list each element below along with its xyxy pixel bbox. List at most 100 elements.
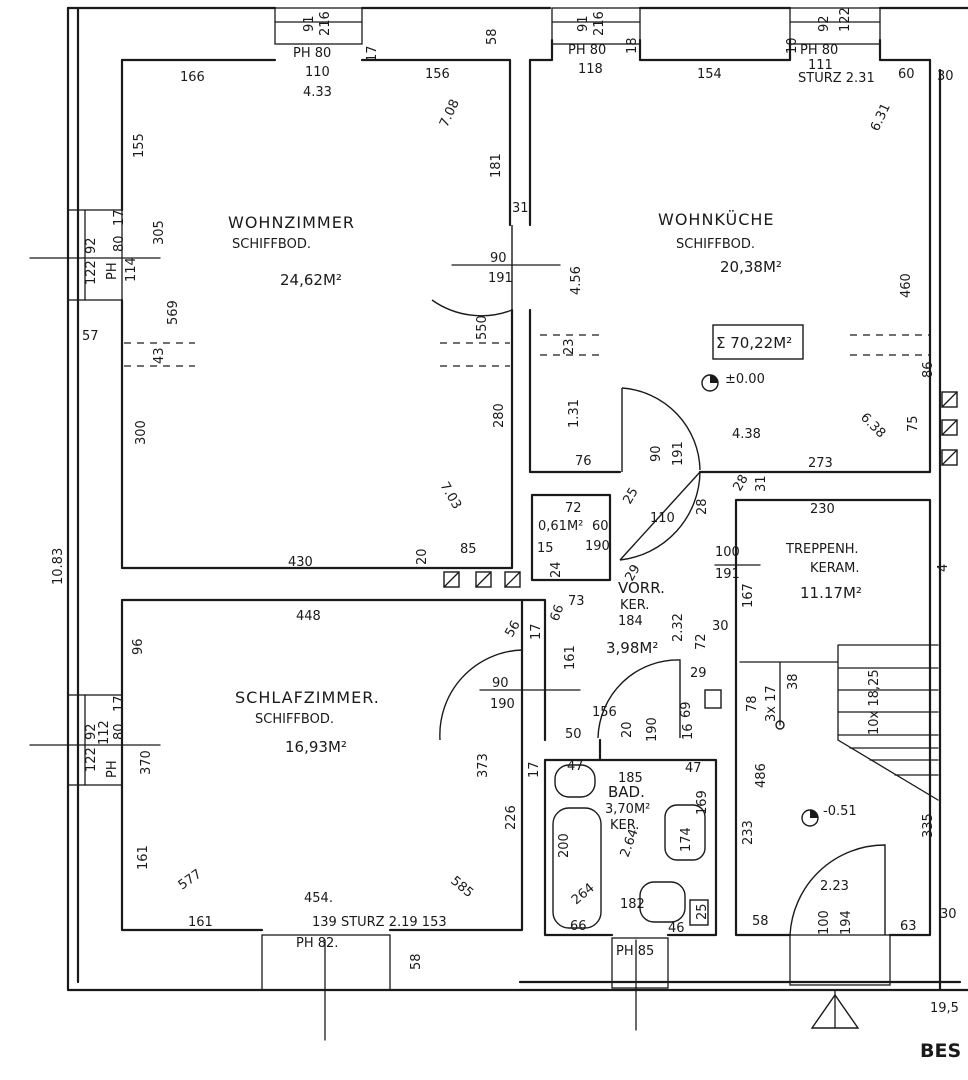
dim: 4 (936, 564, 951, 572)
dim: 96 (131, 638, 146, 655)
dim: 17 (112, 695, 127, 712)
room-area: 20,38M² (720, 258, 782, 276)
dim: 4.56 (569, 266, 584, 295)
dim: 373 (476, 753, 491, 778)
dim: 31 (754, 475, 769, 492)
dim: 448 (296, 609, 321, 624)
dim: 29 (690, 666, 707, 681)
dim: 486 (754, 763, 769, 788)
dim: 569 (166, 300, 181, 325)
dim: 156 (592, 705, 617, 720)
doors (431, 225, 886, 936)
room-area: 3,70M² (605, 802, 650, 817)
dimensions: 166 156 154 60 30 57 31 90 191 4.38 76 2… (82, 67, 957, 936)
room-wohnzimmer[interactable]: WOHNZIMMER SCHIFFBOD. 24,62M² (228, 213, 355, 289)
dim: 75 (906, 415, 921, 432)
dim: 20 (415, 548, 430, 565)
room-abstellraum[interactable]: 0,61M² (538, 519, 583, 534)
label-ph85: PH 85 (616, 944, 654, 959)
dim: 66 (570, 919, 587, 934)
dim: 80 (112, 235, 127, 252)
dim: 174 (679, 827, 694, 852)
label-sturz231: STURZ 2.31 (798, 71, 875, 86)
room-area: 3,98M² (606, 639, 658, 657)
dashed-lines (124, 334, 930, 367)
room-wohnkueche[interactable]: WOHNKÜCHE SCHIFFBOD. 20,38M² (658, 210, 782, 276)
label-ph-left-top: PH (105, 262, 120, 280)
dim: 58 (485, 28, 500, 45)
vents (443, 391, 958, 588)
dim: 264 (569, 881, 598, 908)
dim: 90 (649, 445, 664, 462)
dim: 78 (745, 695, 760, 712)
dim: 69 (679, 701, 694, 718)
dim: 190 (490, 697, 515, 712)
label-sturz-bottom: 139 STURZ 2.19 153 (312, 915, 447, 930)
dim: 161 (188, 915, 213, 930)
dim: 58 (409, 953, 424, 970)
dim: 85 (460, 542, 477, 557)
dim: 2.23 (820, 879, 849, 894)
label-ph80-c: PH 80 (800, 43, 838, 58)
dim: 43 (152, 347, 167, 364)
label-bes: BES (920, 1040, 961, 1062)
level-markers (701, 324, 860, 1029)
stairs[interactable] (739, 644, 939, 801)
label-ph82: PH 82. (296, 936, 338, 951)
dim: 23 (562, 338, 577, 355)
dim: 230 (810, 502, 835, 517)
dim: 56 (502, 618, 523, 640)
label-stairs-3: 38 (786, 673, 801, 690)
dimensions-vertical: 58 17 18 10 216 91 216 91 122 92 155 305… (51, 7, 951, 970)
level-stairs: -0.51 (823, 804, 857, 819)
dim: 280 (492, 403, 507, 428)
dim: 191 (488, 271, 513, 286)
dim: 66 (548, 603, 568, 624)
dim: 100 (817, 910, 832, 935)
dim: 122 (84, 747, 99, 772)
windows (29, 7, 891, 1041)
dim: 114 (124, 257, 139, 282)
room-area: 24,62M² (280, 271, 342, 289)
dim: 112 (97, 720, 112, 745)
dim: 122 (84, 260, 99, 285)
dim: 31 (512, 201, 529, 216)
dim: 585 (447, 874, 476, 901)
room-floor: KER. (620, 598, 649, 613)
dim: 161 (563, 645, 578, 670)
dim: 28 (695, 498, 710, 515)
dim: 6.31 (868, 101, 894, 134)
room-vorraum[interactable]: VORR. KER. 3,98M² (606, 579, 665, 657)
dim: 169 (695, 790, 710, 815)
dim: 4.38 (732, 427, 761, 442)
dim: 1.31 (567, 399, 582, 428)
room-schlafzimmer[interactable]: SCHLAFZIMMER. SCHIFFBOD. 16,93M² (235, 688, 380, 756)
dim: 185 (618, 771, 643, 786)
dim: 46 (668, 921, 685, 936)
dim: 25 (695, 903, 710, 920)
dim: 50 (565, 727, 582, 742)
label-ph80-a: PH 80 (293, 46, 331, 61)
dim: 57 (82, 329, 99, 344)
dim: 370 (139, 750, 154, 775)
dim: 28 (730, 472, 751, 494)
dim: 191 (671, 441, 686, 466)
room-treppenhaus[interactable]: TREPPENH. KERAM. 11.17M² (785, 542, 862, 602)
dim: 122 (838, 7, 853, 32)
dim: 91 (302, 15, 317, 32)
dim: 92 (84, 723, 99, 740)
dim: 60 (898, 67, 915, 82)
dim: 29 (622, 562, 643, 584)
dim: 182 (620, 897, 645, 912)
outer-walls (66, 6, 968, 992)
label-w111: 111 (808, 58, 833, 73)
dim: 30 (712, 619, 729, 634)
room-name: BAD. (608, 783, 645, 801)
dim: 166 (180, 70, 205, 85)
dim: 30 (940, 907, 957, 922)
room-bad[interactable]: BAD. 3,70M² KER. (605, 783, 650, 833)
dim: 76 (575, 454, 592, 469)
dim: 100 (715, 545, 740, 560)
label-w118: 118 (578, 62, 603, 77)
dim: 460 (899, 273, 914, 298)
